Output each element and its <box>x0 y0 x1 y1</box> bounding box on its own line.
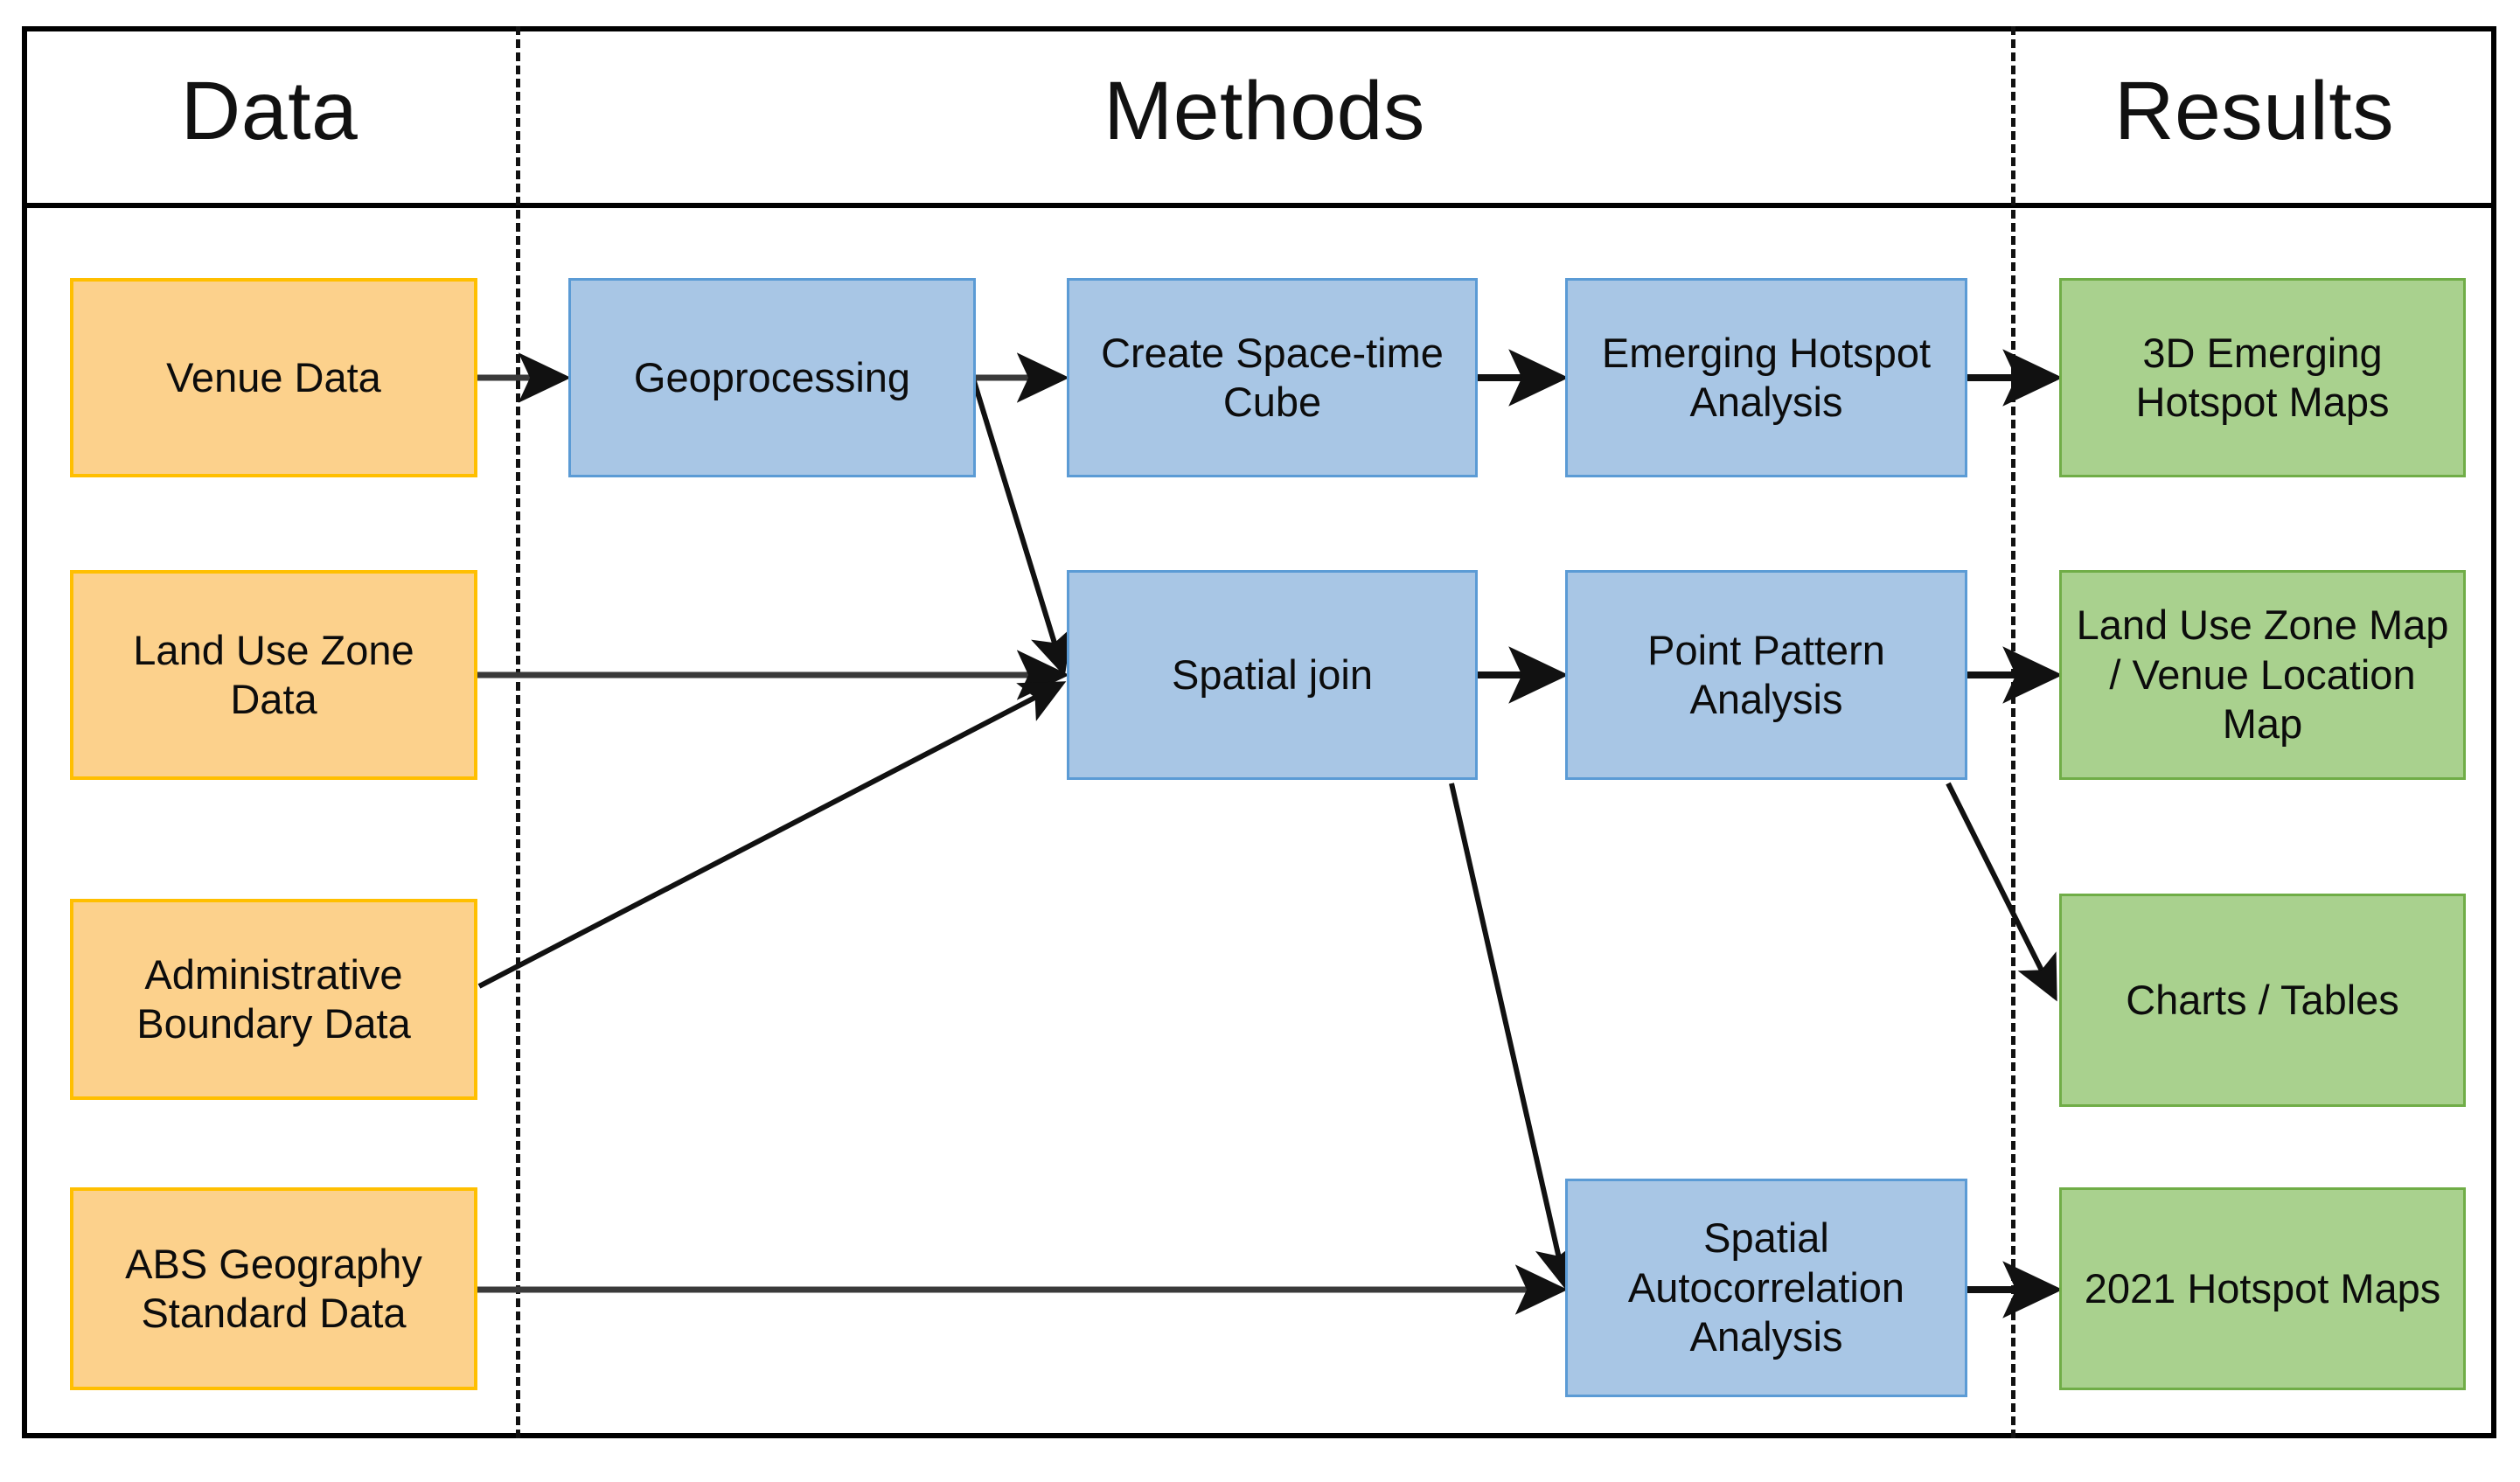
node-administrative-boundary-data[interactable]: Administrative Boundary Data <box>70 899 477 1100</box>
node-land-use-zone-data-label: Land Use Zone Data <box>133 626 414 722</box>
node-abs-geography-standard-data[interactable]: ABS Geography Standard Data <box>70 1187 477 1390</box>
node-create-space-time-cube-label: Create Space-time Cube <box>1101 329 1444 425</box>
node-3d-emerging-hotspot-maps-label: 3D Emerging Hotspot Maps <box>2135 329 2390 425</box>
node-spatial-autocorrelation-analysis[interactable]: Spatial Autocorrelation Analysis <box>1565 1179 1967 1397</box>
node-venue-data-label: Venue Data <box>166 353 381 400</box>
node-spatial-autocorrelation-analysis-label: Spatial Autocorrelation Analysis <box>1627 1214 1905 1360</box>
node-land-use-zone-map-venue-location-map[interactable]: Land Use Zone Map / Venue Location Map <box>2059 570 2466 780</box>
header-divider-line <box>22 203 2496 208</box>
lane-divider-data-methods <box>516 26 520 1438</box>
node-point-pattern-analysis[interactable]: Point Pattern Analysis <box>1565 570 1967 780</box>
column-header-data: Data <box>180 65 359 157</box>
node-3d-emerging-hotspot-maps[interactable]: 3D Emerging Hotspot Maps <box>2059 278 2466 477</box>
node-geoprocessing-label: Geoprocessing <box>633 353 911 400</box>
node-geoprocessing[interactable]: Geoprocessing <box>568 278 976 477</box>
node-spatial-join-label: Spatial join <box>1172 651 1373 698</box>
node-spatial-join[interactable]: Spatial join <box>1067 570 1478 780</box>
lane-divider-methods-results <box>2011 26 2015 1438</box>
node-emerging-hotspot-analysis[interactable]: Emerging Hotspot Analysis <box>1565 278 1967 477</box>
column-header-methods: Methods <box>1103 65 1425 157</box>
node-charts-tables-label: Charts / Tables <box>2126 976 2399 1023</box>
node-2021-hotspot-maps-label: 2021 Hotspot Maps <box>2084 1264 2441 1312</box>
node-administrative-boundary-data-label: Administrative Boundary Data <box>136 950 411 1047</box>
node-point-pattern-analysis-label: Point Pattern Analysis <box>1647 626 1885 722</box>
node-venue-data[interactable]: Venue Data <box>70 278 477 477</box>
node-emerging-hotspot-analysis-label: Emerging Hotspot Analysis <box>1601 329 1932 425</box>
column-header-results: Results <box>2113 65 2395 157</box>
node-abs-geography-standard-data-label: ABS Geography Standard Data <box>125 1240 422 1336</box>
node-land-use-zone-map-venue-location-map-label: Land Use Zone Map / Venue Location Map <box>2076 602 2449 748</box>
node-land-use-zone-data[interactable]: Land Use Zone Data <box>70 570 477 780</box>
diagram-frame <box>22 26 2496 1438</box>
node-create-space-time-cube[interactable]: Create Space-time Cube <box>1067 278 1478 477</box>
node-2021-hotspot-maps[interactable]: 2021 Hotspot Maps <box>2059 1187 2466 1390</box>
node-charts-tables[interactable]: Charts / Tables <box>2059 894 2466 1107</box>
